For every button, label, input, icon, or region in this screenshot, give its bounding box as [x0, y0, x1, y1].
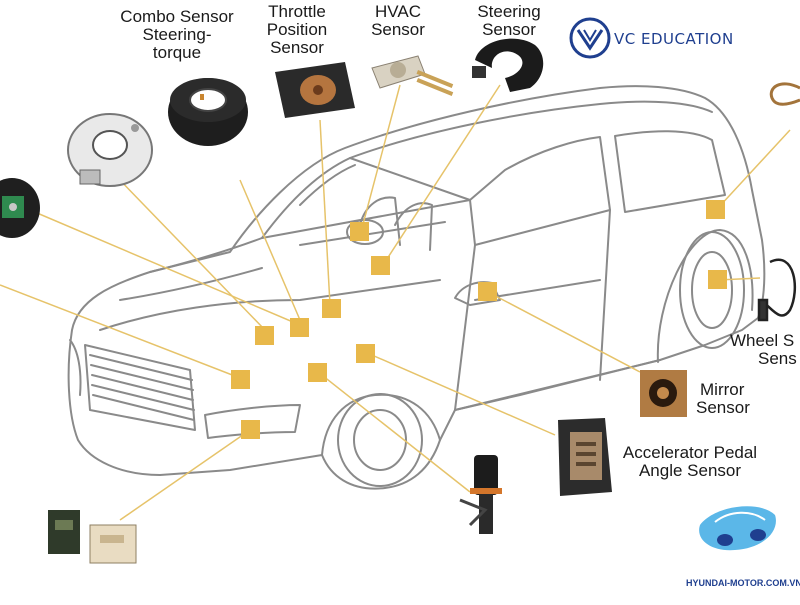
label-combo-sensor: Combo Sensor Steering- torque — [107, 8, 247, 62]
wheel-sensor-icon — [757, 258, 797, 322]
marker-sensor-b[interactable] — [231, 370, 250, 389]
sensor-markers — [231, 200, 727, 439]
label-hvac-line2: Sensor — [371, 20, 425, 39]
leader-wheel-top — [717, 129, 791, 209]
marker-throttle[interactable] — [322, 299, 341, 318]
hyundai-motor-badge-icon — [699, 506, 776, 551]
hvac-sensor-icon — [371, 55, 454, 96]
label-combo-line2: Steering- — [142, 25, 212, 44]
label-accelerator-line1: Accelerator Pedal — [622, 443, 758, 462]
leader-switch — [119, 429, 251, 521]
leader-throttle — [319, 119, 331, 306]
label-mirror-line1: Mirror — [700, 380, 745, 399]
leader-hvac — [361, 84, 401, 229]
wire-top-icon — [769, 82, 800, 106]
clock-spring-icon — [67, 113, 153, 187]
car-outline — [67, 85, 766, 490]
steering-sensor-icon — [472, 38, 544, 92]
label-accelerator-sensor: Accelerator Pedal Angle Sensor — [614, 444, 766, 480]
label-mirror-sensor: Mirror Sensor — [696, 381, 750, 417]
label-combo-line1: Combo Sensor — [120, 7, 234, 26]
marker-crank[interactable] — [308, 363, 327, 382]
marker-mirror[interactable] — [478, 282, 497, 301]
label-wheel-line1: Wheel S — [730, 331, 795, 350]
marker-wheel[interactable] — [708, 270, 727, 289]
marker-steering[interactable] — [371, 256, 390, 275]
label-throttle-line2: Position — [266, 20, 328, 39]
label-accelerator-line2: Angle Sensor — [638, 461, 742, 480]
marker-hvac[interactable] — [350, 222, 369, 241]
brand-name: VC EDUCATION — [614, 30, 734, 48]
label-wheel-sensor: Wheel S Sens — [730, 332, 797, 368]
label-steering-sensor: Steering Sensor — [466, 3, 552, 39]
leader-sensor-a — [29, 209, 301, 326]
leader-clock-spring — [114, 174, 266, 331]
accelerator-sensor-icon — [558, 418, 612, 496]
leader-sensor-b — [0, 284, 241, 379]
mirror-sensor-icon — [640, 370, 687, 417]
label-mirror-line2: Sensor — [696, 398, 750, 417]
marker-combo[interactable] — [290, 318, 309, 337]
leader-steering — [384, 84, 501, 263]
label-throttle-line3: Sensor — [270, 38, 324, 57]
leader-lines — [0, 84, 791, 521]
brand-website[interactable]: HYUNDAI-MOTOR.COM.VN — [686, 578, 800, 588]
leader-mirror — [487, 291, 641, 373]
throttle-sensor-icon — [275, 62, 355, 118]
marker-wheel-top[interactable] — [706, 200, 725, 219]
label-throttle-sensor: Throttle Position Sensor — [256, 3, 338, 57]
combo-sensor-icon — [168, 78, 248, 146]
marker-switch[interactable] — [241, 420, 260, 439]
label-steering-line2: Sensor — [482, 20, 536, 39]
vc-education-logo-icon — [569, 17, 611, 59]
label-hvac-line1: HVAC — [375, 2, 421, 21]
marker-accelerator[interactable] — [356, 344, 375, 363]
switch-sensor-icon — [48, 510, 137, 564]
leader-accelerator — [364, 351, 556, 436]
label-hvac-sensor: HVAC Sensor — [362, 3, 434, 39]
label-wheel-line2: Sens — [758, 349, 797, 368]
label-steering-line1: Steering — [477, 2, 541, 21]
position-sensor-icon — [0, 178, 40, 238]
label-throttle-line1: Throttle — [268, 2, 326, 21]
leader-crank — [317, 371, 471, 493]
crank-sensor-icon — [459, 455, 502, 534]
marker-clock-spring[interactable] — [255, 326, 274, 345]
leader-combo — [239, 179, 301, 321]
label-combo-line3: torque — [152, 43, 202, 62]
